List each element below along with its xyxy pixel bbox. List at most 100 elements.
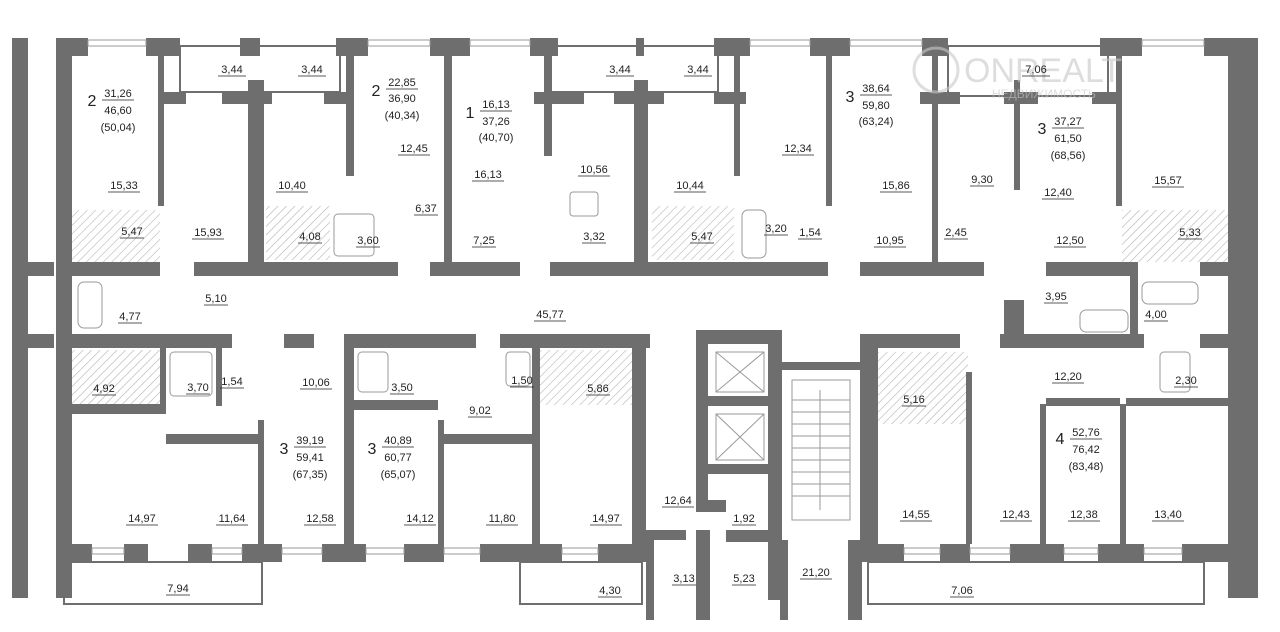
apartment-room-count: 3: [280, 441, 289, 458]
room-area-label: 5,10: [205, 293, 226, 305]
room-area-label: 4,92: [93, 383, 114, 395]
room-area-label: 14,97: [592, 513, 620, 525]
apartment-total-area: 61,50: [1054, 133, 1082, 145]
room-area-label: 5,33: [1179, 227, 1200, 239]
apartment-label: 3 37,27 61,50 (68,56): [1038, 116, 1086, 162]
apartment-label: 2 22,85 36,90 (40,34): [372, 77, 420, 122]
apartment-total-area: 59,80: [862, 100, 890, 112]
apartment-label: 1 16,13 37,26 (40,70): [466, 99, 514, 144]
watermark: ONREALT НЕДВИЖИМОСТЬ: [912, 46, 1122, 101]
apartment-room-count: 3: [368, 441, 377, 458]
room-area-label: 5,23: [733, 573, 754, 585]
room-area-label: 12,64: [664, 495, 692, 507]
apartment-room-count: 2: [88, 93, 97, 110]
room-area-label: 10,40: [278, 180, 306, 192]
room-area-label: 6,37: [415, 203, 436, 215]
room-area-label: 21,20: [802, 567, 830, 579]
room-area-label: 3,60: [357, 235, 378, 247]
room-area-label: 3,44: [221, 64, 242, 76]
room-area-label: 14,55: [902, 509, 930, 521]
apartment-living-area: 40,89: [384, 435, 412, 447]
watermark-sub: НЕДВИЖИМОСТЬ: [992, 87, 1096, 101]
apartment-balcony-area: (83,48): [1069, 461, 1104, 473]
room-area-label: 11,80: [489, 513, 516, 525]
apartment-balcony-area: (65,07): [381, 469, 416, 481]
apartment-living-area: 39,19: [296, 435, 324, 447]
apartment-total-area: 37,26: [482, 116, 510, 128]
room-area-label: 1,92: [733, 513, 754, 525]
apartment-total-area: 76,42: [1072, 444, 1100, 456]
room-area-label: 5,86: [587, 383, 608, 395]
apartment-living-area: 37,27: [1054, 116, 1082, 128]
room-area-label: 3,70: [187, 382, 208, 394]
apartment-room-count: 1: [466, 105, 475, 122]
room-area-label: 12,50: [1056, 235, 1084, 247]
apartment-living-area: 16,13: [482, 99, 510, 111]
apartment-room-count: 3: [1038, 121, 1047, 138]
room-area-label: 11,64: [219, 513, 246, 525]
room-area-label: 5,47: [121, 226, 142, 238]
room-area-label: 13,40: [1154, 509, 1182, 521]
room-area-label: 15,57: [1154, 175, 1182, 187]
room-area-label: 3,20: [765, 223, 786, 235]
room-area-label: 2,30: [1175, 375, 1196, 387]
apartment-living-area: 22,85: [388, 77, 416, 89]
apartment-labels: 2 31,26 46,60 (50,04) 2 22,85 36,90 (40,…: [88, 77, 1104, 481]
room-area-label: 9,02: [469, 405, 490, 417]
apartment-room-count: 4: [1056, 431, 1065, 448]
room-area-label: 10,06: [302, 377, 330, 389]
kitchen-hatch-zones: [72, 206, 1228, 424]
room-area-label: 4,30: [599, 585, 620, 597]
apartment-room-count: 3: [846, 89, 855, 106]
room-area-label: 16,13: [474, 169, 502, 181]
apartment-living-area: 52,76: [1072, 427, 1100, 439]
room-area-label: 7,25: [473, 235, 494, 247]
room-area-label: 7,06: [1025, 64, 1046, 76]
apartment-balcony-area: (50,04): [101, 122, 136, 134]
room-area-label: 4,00: [1145, 309, 1166, 321]
room-area-label: 12,40: [1044, 187, 1072, 199]
apartment-balcony-area: (67,35): [293, 469, 328, 481]
apartment-balcony-area: (68,56): [1051, 150, 1086, 162]
room-area-label: 10,95: [876, 235, 904, 247]
apartment-living-area: 38,64: [862, 83, 890, 95]
apartment-balcony-area: (40,34): [385, 110, 420, 122]
room-area-label: 12,43: [1002, 509, 1030, 521]
room-area-label: 7,94: [167, 583, 188, 595]
room-area-label: 3,44: [687, 64, 708, 76]
room-area-label: 7,06: [951, 585, 972, 597]
room-area-label: 15,33: [110, 180, 138, 192]
apartment-label: 3 39,19 59,41 (67,35): [280, 435, 328, 481]
room-area-label: 15,93: [194, 227, 222, 239]
room-area-label: 1,54: [221, 376, 242, 388]
apartment-total-area: 46,60: [104, 105, 132, 117]
apartment-room-count: 2: [372, 83, 381, 100]
room-area-label: 4,08: [299, 231, 320, 243]
apartment-total-area: 59,41: [296, 452, 324, 464]
room-area-label: 3,13: [673, 573, 694, 585]
room-area-label: 1,54: [799, 227, 820, 239]
room-area-label: 10,44: [676, 180, 704, 192]
apartment-total-area: 60,77: [384, 452, 412, 464]
room-area-labels: 3,44 3,44 3,44 3,44 7,06 15,33 5,47 10,4…: [92, 64, 1202, 598]
room-area-label: 12,38: [1070, 509, 1098, 521]
bath-fixtures: [77, 191, 1199, 397]
apartment-living-area: 31,26: [104, 88, 132, 100]
room-area-label: 45,77: [536, 309, 564, 321]
elevator-shafts: [715, 351, 765, 461]
windows: [87, 39, 1205, 555]
room-area-label: 2,45: [945, 227, 966, 239]
room-area-label: 14,12: [406, 513, 434, 525]
room-area-label: 12,58: [306, 513, 334, 525]
room-area-label: 3,44: [301, 64, 322, 76]
room-area-label: 3,95: [1045, 291, 1066, 303]
apartment-balcony-area: (63,24): [859, 116, 894, 128]
watermark-brand: ONREALT: [964, 52, 1122, 90]
room-area-label: 12,20: [1054, 371, 1082, 383]
room-area-label: 3,32: [583, 231, 604, 243]
room-area-label: 3,44: [609, 64, 630, 76]
room-area-label: 5,47: [691, 231, 712, 243]
apartment-label: 2 31,26 46,60 (50,04): [88, 88, 136, 134]
walls: [12, 38, 1258, 620]
